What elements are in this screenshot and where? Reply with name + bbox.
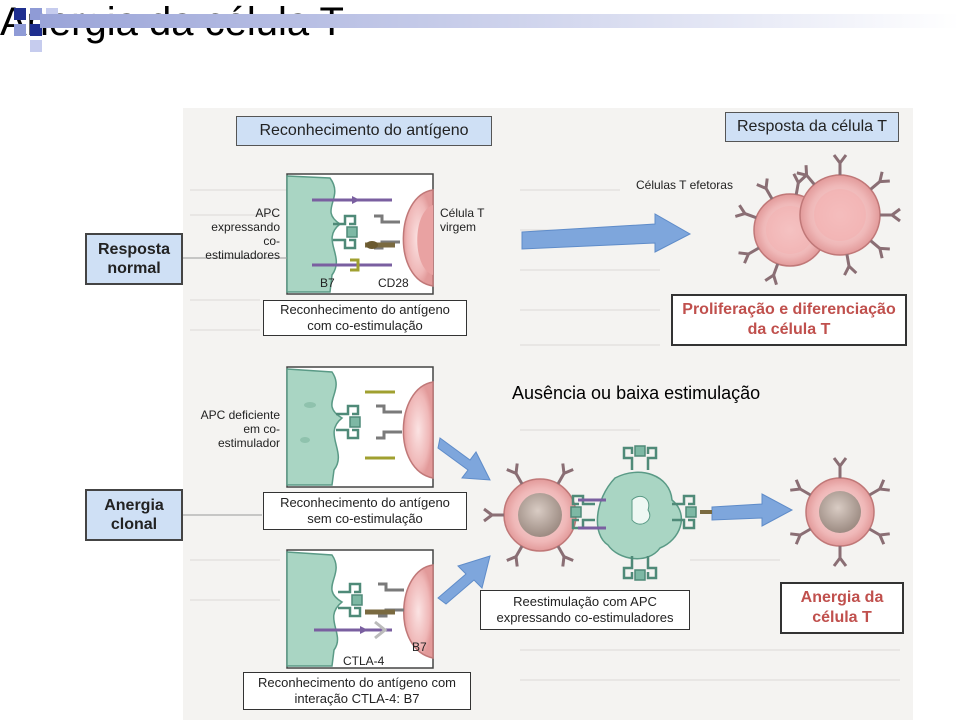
effector-t-cells <box>733 153 902 287</box>
panel-anergy-recognition <box>286 366 434 488</box>
apc-deficient-label: APC deficiente em co-estimulador <box>200 408 280 450</box>
caption-panel1: Reconhecimento do antígeno com co-estimu… <box>263 300 467 336</box>
cd28-label: CD28 <box>378 276 409 290</box>
low-stimulation-caption: Ausência ou baixa estimulação <box>512 383 761 403</box>
t-cell-panel3 <box>403 564 434 659</box>
anergy-arrow-lower <box>437 555 491 605</box>
result-anergy-box: Anergia da célula T <box>780 582 904 634</box>
anergy-complex <box>482 444 712 582</box>
side-label-anergy: Anergia clonal <box>85 489 183 541</box>
result-normal-box: Proliferação e diferenciação da célula T <box>671 294 907 346</box>
t-cell-panel2 <box>402 381 434 479</box>
header-decoration <box>14 8 58 52</box>
caption-panel3: Reconhecimento do antígeno com interação… <box>243 672 471 710</box>
anergy-arrow-upper <box>437 437 491 481</box>
normal-response-arrow <box>521 213 692 253</box>
apc-deficient-cell <box>286 368 344 486</box>
restim-arrow <box>711 493 794 527</box>
panel-normal-recognition <box>286 173 434 295</box>
header-response: Resposta da célula T <box>725 112 899 142</box>
apc-expressing-label: APC expressando co-estimuladores <box>205 206 280 262</box>
header-gradient-bar <box>40 14 960 28</box>
panel-ctla4-recognition <box>286 549 434 669</box>
b7-label-panel1: B7 <box>320 276 335 290</box>
b7-label-panel3: B7 <box>412 640 427 654</box>
anergic-t-cell <box>788 456 892 568</box>
restim-caption-box: Reestimulação com APC expressando co-est… <box>480 590 690 630</box>
naive-t-cell-label: Célula T virgem <box>440 206 485 234</box>
apc-cell <box>286 175 342 293</box>
paper-texture <box>190 189 900 681</box>
caption-panel2: Reconhecimento do antígeno sem co-estimu… <box>263 492 467 530</box>
apc-cell-panel3 <box>286 551 344 667</box>
ctla4-label: CTLA-4 <box>343 654 385 668</box>
side-label-normal: Resposta normal <box>85 233 183 285</box>
header-recognition: Reconhecimento do antígeno <box>236 116 492 146</box>
effector-t-cells-label: Células T efetoras <box>636 178 733 192</box>
